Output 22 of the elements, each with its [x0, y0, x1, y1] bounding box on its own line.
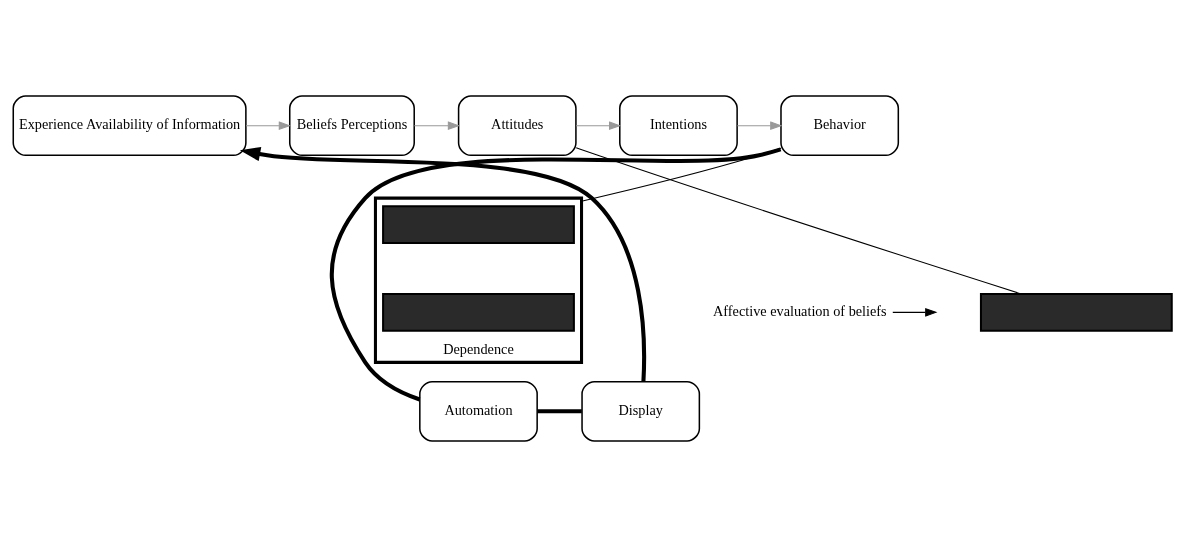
node-box: Intentions [619, 95, 738, 156]
node-box [382, 293, 575, 332]
arrow [413, 121, 461, 130]
node-box [979, 293, 1173, 332]
cluster: Dependence [373, 196, 584, 364]
node-box: Beliefs Perceptions [289, 95, 415, 156]
arrow [239, 146, 647, 382]
arrow [736, 121, 783, 130]
connector [581, 147, 782, 202]
arrow [245, 121, 291, 130]
node-box: Behavior [780, 95, 900, 156]
connector [575, 147, 1023, 295]
node-box: Display [581, 381, 701, 442]
node-box: Automation [419, 381, 538, 442]
arrow [575, 121, 622, 130]
node-box: Experience Availability of Information [12, 95, 247, 156]
connector [329, 147, 782, 402]
node-box: Attitudes [457, 95, 577, 156]
connector [537, 409, 582, 414]
node-text: Affective evaluation of beliefs [713, 303, 887, 320]
arrow [892, 308, 938, 317]
node-box [382, 205, 575, 244]
